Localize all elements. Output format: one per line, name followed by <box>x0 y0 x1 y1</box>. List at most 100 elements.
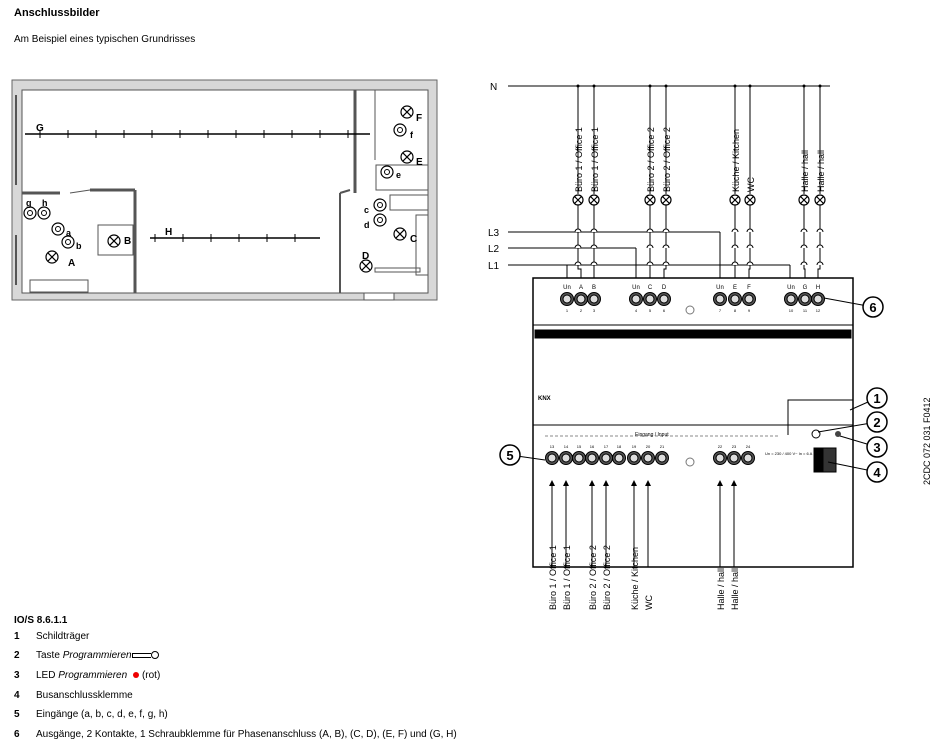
wire-crossing <box>731 261 739 266</box>
terminal-screw-head <box>800 294 810 304</box>
wire-crossing <box>816 244 824 249</box>
terminal-label: G <box>803 285 808 291</box>
terminal-number: 1 <box>566 308 569 313</box>
terminal-label: Un <box>716 285 724 291</box>
terminal-screw-head <box>614 453 624 463</box>
light-label: F <box>416 113 422 124</box>
wire-crossing <box>646 244 654 249</box>
legend-text: Busanschlussklemme <box>36 690 133 701</box>
junction-dot <box>748 84 752 88</box>
junction-dot <box>802 84 806 88</box>
terminal-number: 19 <box>632 444 637 449</box>
terminal-label: Un <box>787 285 795 291</box>
output-label: Küche / Kitchen <box>731 129 741 192</box>
switch-icon <box>37 206 51 220</box>
wire-crossing <box>574 261 582 266</box>
terminal-label: E <box>733 285 737 291</box>
terminal-screw-head <box>561 453 571 463</box>
terminal-number: 15 <box>577 444 582 449</box>
callout-number: 3 <box>873 440 880 455</box>
switch-icon <box>61 235 75 249</box>
output-wire <box>577 205 582 278</box>
terminal-label: H <box>816 285 820 291</box>
output-wire <box>803 205 806 278</box>
switch-inner-icon <box>27 210 33 216</box>
terminal-screw-head <box>645 294 655 304</box>
terminal-screw-head <box>744 294 754 304</box>
knx-logo: KNX <box>538 396 551 402</box>
terminal-screw-head <box>659 294 669 304</box>
wire-crossing <box>731 228 739 233</box>
output-label: Büro 1 / Office 1 <box>590 127 600 192</box>
floor-plan <box>11 79 438 301</box>
terminal-number: 21 <box>660 444 665 449</box>
input-label: Büro 2 / Office 2 <box>602 545 612 610</box>
switch-icon <box>51 222 65 236</box>
program-led <box>835 431 841 437</box>
phase-label: L3 <box>488 228 500 239</box>
legend-number: 4 <box>14 690 20 701</box>
switch-icon <box>393 123 407 137</box>
output-label: Büro 2 / Office 2 <box>646 127 656 192</box>
terminal-screw-head <box>562 294 572 304</box>
terminal-screw-head <box>631 294 641 304</box>
light-label: A <box>68 258 75 269</box>
callout-circle <box>499 444 521 466</box>
terminal-number: 13 <box>550 444 555 449</box>
callout-circle <box>866 411 888 433</box>
junction-dot <box>576 84 580 88</box>
input-label: Küche / Kitchen <box>630 547 640 610</box>
switch-icon <box>23 206 37 220</box>
terminal-label: C <box>648 285 653 291</box>
wire-crossing <box>590 228 598 233</box>
switch-inner-icon <box>397 127 403 133</box>
terminal-screw-head <box>629 453 639 463</box>
arrow-icon <box>589 480 595 486</box>
wire-crossing <box>574 244 582 249</box>
callout-number: 1 <box>873 391 880 406</box>
terminal-label: F <box>747 285 751 291</box>
terminal-number: 4 <box>635 308 638 313</box>
switch-inner-icon <box>55 226 61 232</box>
wire-crossing <box>816 261 824 266</box>
output-wire <box>748 205 751 278</box>
output-label: Halle / hall <box>800 150 810 192</box>
lamp-cross-icon <box>646 196 654 204</box>
terminal-number: 14 <box>564 444 569 449</box>
legend-number: 1 <box>14 631 20 642</box>
wire-crossing <box>662 228 670 233</box>
legend-text: Ausgänge, 2 Kontakte, 1 Schraubklemme fü… <box>36 729 457 740</box>
lamp-cross-icon <box>662 196 670 204</box>
switch-inner-icon <box>377 217 383 223</box>
callout-circle <box>862 296 884 318</box>
wire-crossing <box>646 261 654 266</box>
page-title: Anschlussbilder <box>14 7 100 19</box>
output-wire <box>663 205 667 278</box>
wire-crossing <box>590 261 598 266</box>
switch-icon <box>380 165 394 179</box>
terminal-number: 17 <box>604 444 609 449</box>
lamp-cross-icon <box>395 229 405 239</box>
arrow-icon <box>563 480 569 486</box>
rating-label: Un = 230 / 400 V~ In = 6 A <box>765 451 813 456</box>
lamp-cross-icon <box>746 196 754 204</box>
wire-crossing <box>746 261 754 266</box>
terminal-number: 20 <box>646 444 651 449</box>
terminal-label: A <box>579 285 583 291</box>
terminal-label: B <box>592 285 596 291</box>
wire-crossing <box>646 228 654 233</box>
input-label: g <box>26 198 32 208</box>
light-label: E <box>416 157 423 168</box>
input-label: WC <box>644 595 654 610</box>
wire-crossing <box>731 244 739 249</box>
wire-crossing <box>746 228 754 233</box>
legend-number: 3 <box>14 670 20 681</box>
lamp-cross-icon <box>402 152 412 162</box>
terminal-screw-head <box>576 294 586 304</box>
terminal-screw-head <box>589 294 599 304</box>
